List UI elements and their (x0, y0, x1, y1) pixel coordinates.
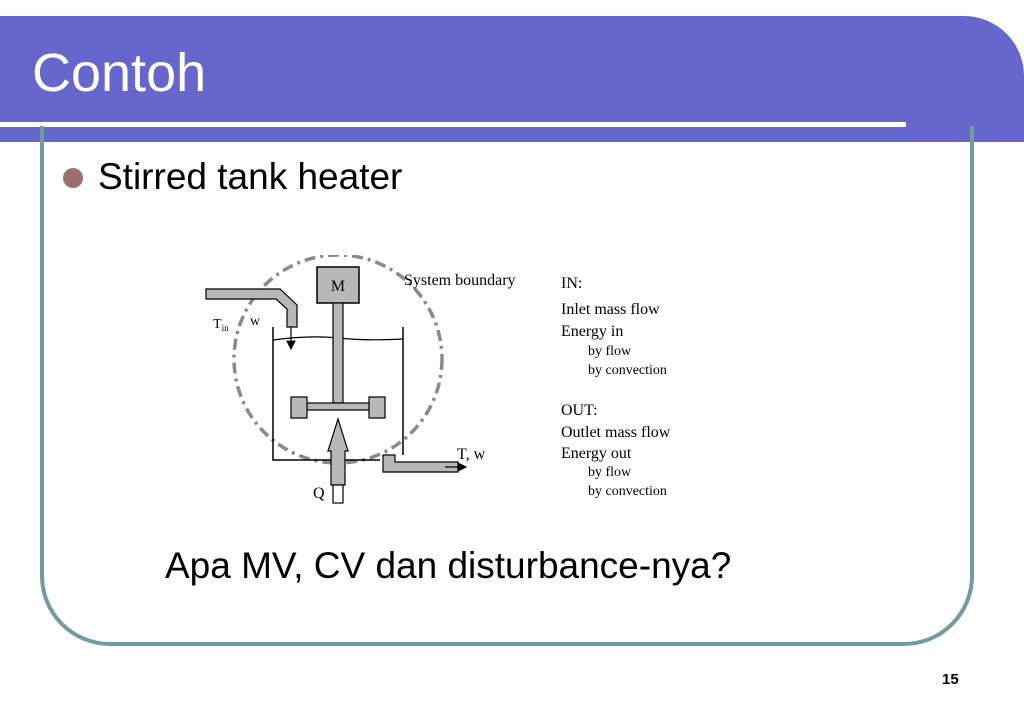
out-heading: OUT: (561, 402, 598, 419)
out-subitem: by flow (588, 465, 632, 480)
in-heading: IN: (561, 275, 582, 292)
page-number: 15 (942, 671, 959, 688)
stirrer-shaft (332, 302, 344, 404)
out-subitem: by convection (588, 484, 667, 499)
out-item: Outlet mass flow (561, 424, 671, 441)
heat-label: Q (313, 485, 325, 502)
outlet-pipe (382, 454, 459, 473)
impeller-blade-right (368, 396, 386, 419)
out-item: Energy out (561, 445, 632, 462)
in-item: Inlet mass flow (561, 301, 660, 318)
inlet-flow-label: w (250, 314, 261, 329)
inlet-pipe (205, 288, 298, 328)
inlet-temperature-label: Tin (213, 317, 229, 333)
heat-input-arrow (327, 416, 349, 486)
system-boundary (232, 255, 444, 465)
content-frame (40, 126, 974, 646)
in-item: Energy in (561, 323, 623, 340)
stirred-tank-diagram: M Q System boundary Tin w T, w IN: Inlet… (205, 255, 671, 504)
in-subitem: by flow (588, 344, 632, 359)
heat-input-base (332, 484, 344, 504)
title-bar (0, 16, 1024, 142)
impeller-bar (306, 402, 372, 411)
tank-wall-left (272, 327, 380, 461)
slide-title: Contoh (32, 43, 207, 103)
impeller-blade-left (290, 396, 308, 419)
in-subitem: by convection (588, 363, 667, 378)
motor-label: M (331, 278, 345, 295)
title-underline (0, 122, 906, 127)
bullet-icon (63, 168, 83, 188)
system-boundary-label: System boundary (404, 272, 516, 289)
outlet-label: T, w (457, 446, 486, 463)
bullet-text: Stirred tank heater (98, 156, 403, 197)
question-text: Apa MV, CV dan disturbance-nya? (165, 545, 732, 586)
